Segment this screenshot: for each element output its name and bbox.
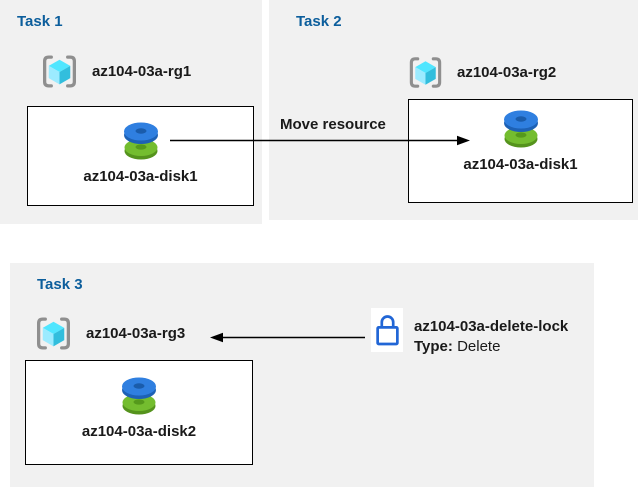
delete-lock-group: az104-03a-delete-lock Type: Delete bbox=[371, 308, 568, 357]
resource-group-icon bbox=[406, 53, 445, 92]
panel-task-3: Task 3 az104-03a-rg3 az104-03a-disk2 bbox=[10, 263, 594, 487]
disk-label: az104-03a-disk2 bbox=[81, 423, 197, 440]
lock-type-value: Delete bbox=[457, 338, 501, 355]
panel-task-2: Task 2 az104-03a-rg2 az104-03a-disk1 bbox=[269, 0, 638, 220]
lock-icon-box bbox=[371, 308, 403, 352]
panel-task-1: Task 1 az104-03a-rg1 az104-03a-disk1 bbox=[0, 0, 262, 224]
task-2-resource-group: az104-03a-rg2 bbox=[406, 53, 556, 92]
disk-icon bbox=[497, 108, 545, 150]
lock-type-label: Type: bbox=[414, 338, 453, 355]
resource-group-label: az104-03a-rg2 bbox=[457, 64, 557, 81]
move-resource-label: Move resource bbox=[280, 116, 386, 133]
lock-name: az104-03a-delete-lock bbox=[414, 318, 569, 335]
task-2-title: Task 2 bbox=[296, 13, 342, 30]
lock-icon bbox=[374, 312, 401, 348]
task-1-resource-box: az104-03a-disk1 bbox=[27, 106, 254, 206]
resource-group-icon bbox=[33, 313, 74, 354]
resource-group-icon bbox=[39, 51, 80, 92]
task-1-resource-group: az104-03a-rg1 bbox=[39, 51, 191, 92]
task-2-resource-box: az104-03a-disk1 bbox=[408, 99, 633, 203]
task-3-title: Task 3 bbox=[37, 276, 83, 293]
disk-label: az104-03a-disk1 bbox=[83, 167, 198, 185]
task-1-title: Task 1 bbox=[17, 13, 63, 30]
resource-group-label: az104-03a-rg1 bbox=[92, 63, 192, 80]
disk-icon bbox=[117, 120, 165, 162]
task-3-resource-group: az104-03a-rg3 bbox=[33, 313, 185, 354]
disk-icon bbox=[115, 375, 163, 417]
resource-group-label: az104-03a-rg3 bbox=[86, 325, 186, 342]
lock-text: az104-03a-delete-lock Type: Delete bbox=[414, 308, 568, 357]
task-3-resource-box: az104-03a-disk2 bbox=[25, 360, 253, 465]
disk-label: az104-03a-disk1 bbox=[463, 155, 578, 173]
lock-type: Type: Delete bbox=[414, 337, 568, 357]
